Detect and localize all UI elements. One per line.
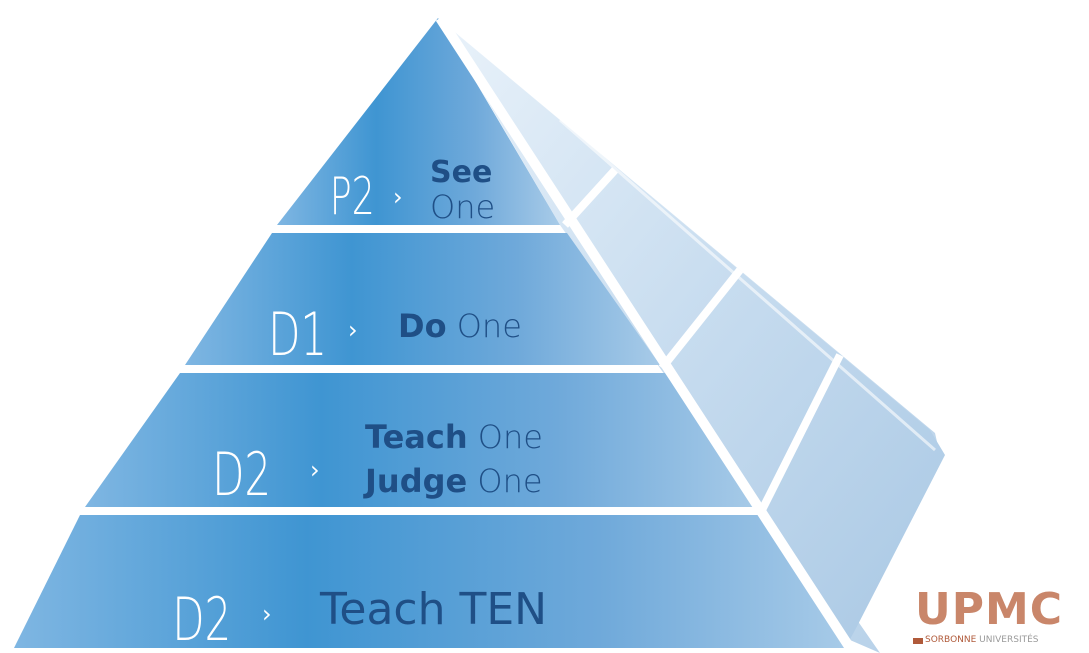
tier-chevron: ›: [393, 183, 403, 211]
side-separator: [658, 267, 744, 371]
tier-chevron: ›: [262, 600, 272, 628]
tier-1-label: P2 › See One: [330, 155, 495, 227]
tier-line: Do One: [398, 307, 522, 345]
tier-2-face: [185, 233, 660, 365]
tier-2-label: D1 › Do One: [268, 301, 522, 371]
logo-wordmark: UPMC: [915, 584, 1064, 635]
tier-chevron: ›: [348, 316, 358, 344]
upmc-logo: UPMC SORBONNE UNIVERSITÉS: [905, 588, 1085, 650]
tier-chevron: ›: [310, 456, 320, 484]
edge-line: [435, 15, 855, 651]
tier-line: One: [430, 188, 495, 226]
tier-4-label: D2 › Teach TEN: [172, 584, 547, 653]
tier-1-face: [277, 18, 560, 225]
tier-3-face: [85, 373, 760, 507]
tier-code: P2: [330, 165, 375, 226]
tier-3-label: D2 › Teach One Judge One: [212, 418, 543, 510]
tier-code: D2: [172, 586, 231, 653]
tier-line: Judge One: [363, 462, 543, 500]
tier-code: D2: [212, 441, 271, 511]
tier-4-face: [14, 515, 850, 648]
logo-subtitle: SORBONNE UNIVERSITÉS: [925, 635, 1039, 645]
tier-code: D1: [268, 301, 327, 371]
logo-mark-icon: [913, 638, 923, 644]
tier-line: Teach One: [365, 418, 543, 456]
side-separator: [559, 118, 936, 452]
side-separator: [758, 353, 844, 512]
tier-line: See: [430, 155, 492, 190]
tier-line: Teach TEN: [319, 584, 547, 635]
side-separator: [562, 167, 618, 228]
